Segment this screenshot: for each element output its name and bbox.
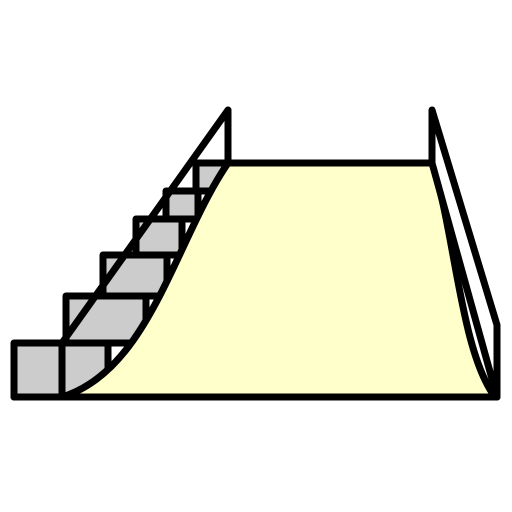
ramp-side-wall — [428, 106, 501, 401]
ramp-body — [58, 159, 499, 401]
stair-step-6 — [162, 187, 202, 223]
stair-step-1 — [10, 339, 66, 401]
staircase — [10, 106, 232, 401]
stair-rail — [58, 106, 232, 347]
